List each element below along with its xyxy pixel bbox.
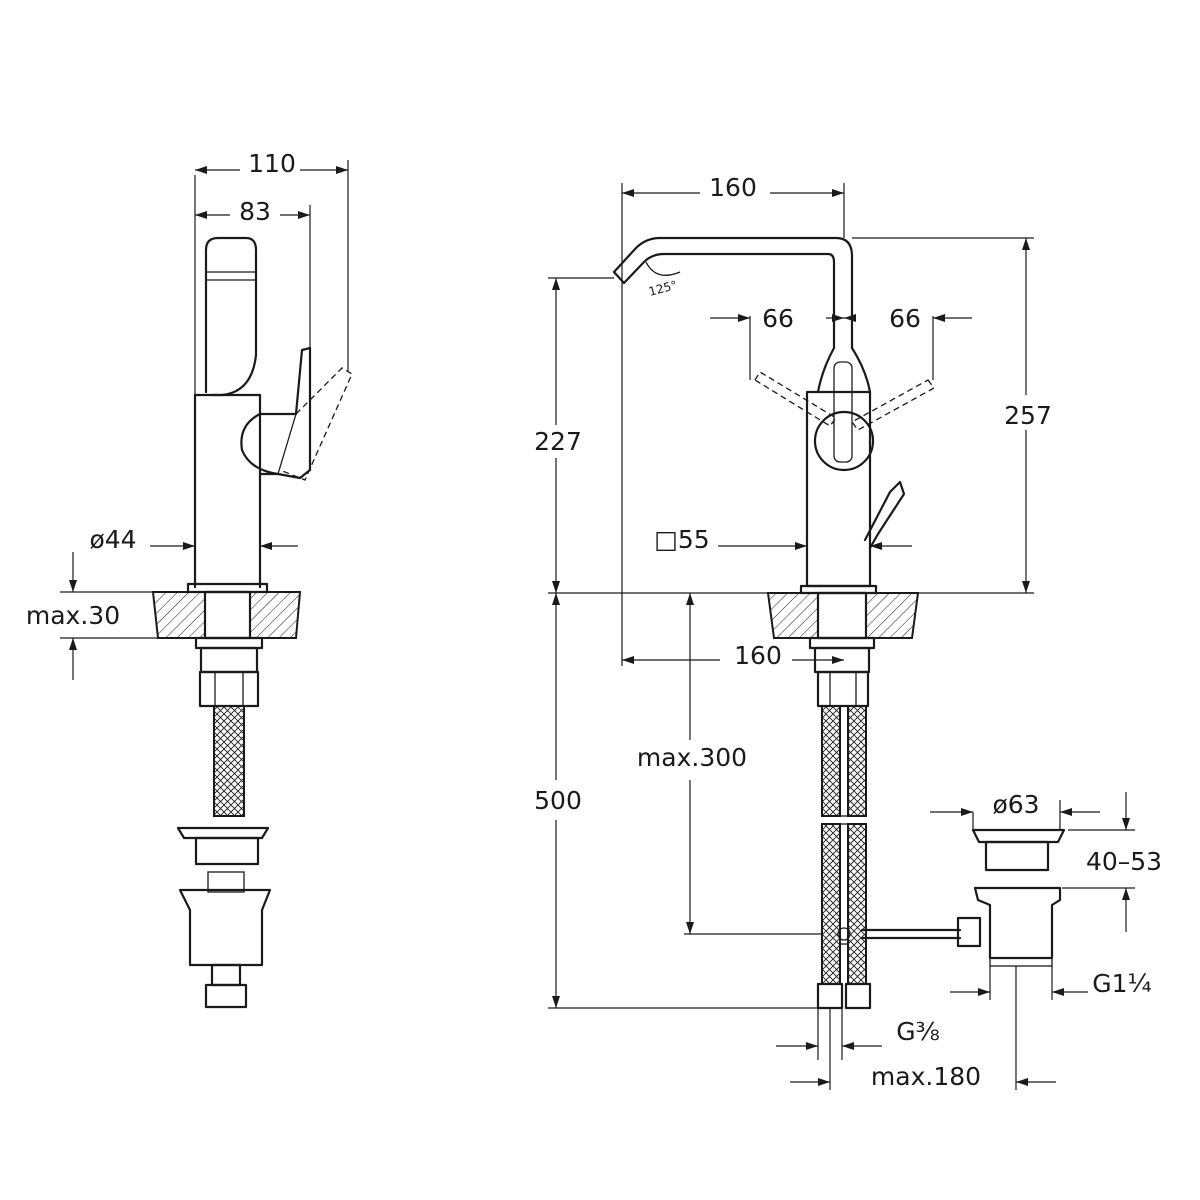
front-view: 125° [612, 236, 1066, 1010]
dim-total-height: 257 [1004, 401, 1052, 430]
dim-side-diameter: ø44 [89, 525, 136, 554]
dim-waste-height: 40–53 [1086, 847, 1162, 876]
dim-waste-thread: G1¼ [1092, 969, 1152, 998]
dim-handle-right: 66 [889, 304, 921, 333]
dim-handle-left: 66 [762, 304, 794, 333]
spout-angle-label: 125° [647, 278, 679, 299]
dim-spout-height: 227 [534, 427, 582, 456]
dim-deck-thickness: max.30 [26, 601, 120, 630]
dim-spout-reach-bottom: 160 [734, 641, 782, 670]
dim-side-handle: 83 [239, 197, 271, 226]
dim-hose-thread: G⅜ [896, 1017, 940, 1046]
dim-hose-length: 500 [534, 786, 582, 815]
side-dimensions: 110 83 ø44 max.30 [26, 149, 349, 680]
side-view [151, 236, 353, 1009]
dim-waste-diameter: ø63 [992, 790, 1039, 819]
dim-waste-offset: max.180 [871, 1062, 981, 1091]
dim-body-square: □55 [654, 525, 709, 554]
dim-rod-length: max.300 [637, 743, 747, 772]
dim-side-width: 110 [248, 149, 296, 178]
front-dimensions: 160 66 66 257 227 □55 160 max.300 500 [534, 173, 1162, 1091]
dim-spout-reach-top: 160 [709, 173, 757, 202]
